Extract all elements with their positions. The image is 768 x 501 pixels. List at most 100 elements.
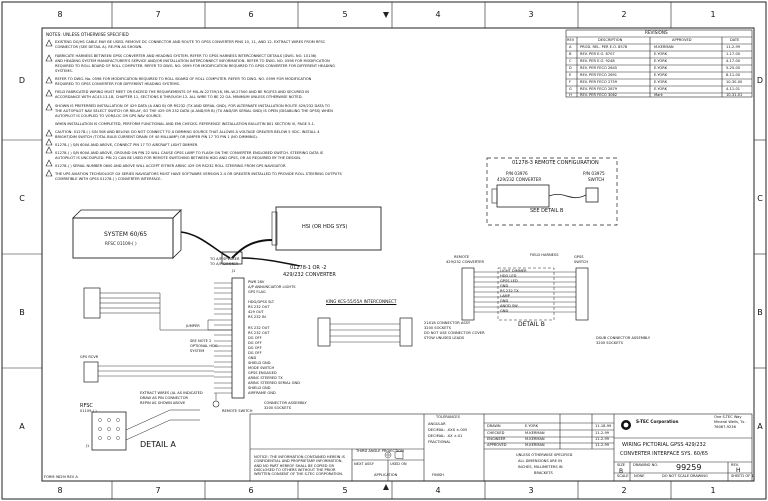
pin-label: SHIELD GND <box>248 361 271 365</box>
note-line: CAUTION: 01278-( ) S/N 508 AND BELOW: DO… <box>55 130 320 134</box>
wire-label: LIGHT DIMMER <box>500 269 527 273</box>
drawing-number: 99259 <box>676 463 702 472</box>
zone-bottom-5: 5 <box>342 486 348 495</box>
note-line: WHEN INSTALLATION IS COMPLETED, PERFORM … <box>55 122 316 126</box>
pin-label: RS 232 OUT <box>248 326 270 330</box>
rev-approved: E.YORK <box>654 87 668 91</box>
finish: FINISH <box>432 473 444 477</box>
zone-right-d: D <box>756 76 764 85</box>
note-line: BRIGHT/DIM SWITCH (TOTAL BULB CURRENT DR… <box>55 135 258 139</box>
pin-label: 429 OUT <box>248 310 264 314</box>
rev-letter: A <box>569 45 572 49</box>
remote-switch-label: REMOTE SWITCH <box>222 409 253 413</box>
tolerances-label: TOLERANCES <box>436 415 460 419</box>
wire-label: ANOD SW <box>500 304 518 308</box>
to-speaker: TO A/P SPEAKER <box>210 257 240 261</box>
rev-description: REV. PER FECO 2759 <box>580 80 618 84</box>
rev-letter: G <box>569 87 572 91</box>
rev-col-header: APPROVED <box>672 38 692 42</box>
remote-switch-label: SWITCH <box>588 177 605 182</box>
detail-b-note: 3200 SOCKETS <box>424 326 452 330</box>
zone-top-5: 5 <box>342 10 348 19</box>
note-line: SYSTEMS. <box>55 69 73 73</box>
pin-label: HDG/GPSS SLT <box>248 300 275 304</box>
dims-note: BRACKETS <box>534 471 553 475</box>
zone-top-4: 4 <box>435 10 441 19</box>
pin-label: RS 232 OUT <box>248 305 270 309</box>
size-value: B <box>619 468 624 475</box>
dims-note: INCHES, MILLIMETERS IN <box>518 465 563 469</box>
approval-date: 11-2-99 <box>595 443 610 447</box>
rev-approved-signature: Mark <box>654 93 663 97</box>
detail-b-dsub: DSUB CONNECTOR ASSEMBLY <box>596 336 651 340</box>
rev-letter: E <box>569 73 572 77</box>
approval-role: CHECKED <box>487 431 505 435</box>
zone-top-7: 7 <box>155 10 161 19</box>
pin-label: MODE SWITCH <box>248 366 275 370</box>
detail-b-gpss: GPSS <box>574 255 584 259</box>
converter-j1: J1 <box>232 269 236 273</box>
zone-bottom-6: 6 <box>248 486 254 495</box>
system-label: SYSTEM 60/65 <box>104 231 148 238</box>
remote-config-title: 01278-3 REMOTE CONFIGURATION <box>512 160 599 166</box>
pin-label: SHIELD GND <box>248 386 271 390</box>
zone-right-a: A <box>757 422 763 431</box>
tolerance-line: ANGULAR <box>428 422 446 426</box>
pin-label: ARINC STEERED TX <box>248 376 283 380</box>
notes-header: NOTES: UNLESS OTHERWISE SPECIFIED <box>46 32 129 37</box>
detail-a-j1: J1 <box>86 444 90 448</box>
rev-date: 8-11-00 <box>726 73 741 77</box>
converter-label: 01278-1 OR -2 <box>290 265 327 271</box>
zone-bottom-4: 4 <box>435 486 441 495</box>
zone-left-d: D <box>18 76 26 85</box>
wire-label: HDG LED <box>500 274 517 278</box>
note-line: SHOWN IS PREFERRED INSTALLATION OF 429 D… <box>55 104 330 108</box>
pin-label: DG OFF <box>248 351 262 355</box>
zone-right-b: B <box>757 308 763 317</box>
pin-label: DG OFF <box>248 341 262 345</box>
rev-description: REV. PER E.O. 8707 <box>580 52 615 56</box>
rev-letter: B <box>569 52 572 56</box>
note-line: 01278-( ) SERIAL NUMBER 0600 AND ABOVE W… <box>55 164 287 168</box>
pin-label: PWR 28V <box>248 280 265 284</box>
note-line: REQUIRED TO ROLL BOARD OF ROLL COMPUTER.… <box>55 64 335 68</box>
rev-date: 5-25-00 <box>726 66 741 70</box>
tolerance-line: DECIMAL: .XX ±.01 <box>428 434 463 438</box>
note-line: ACCORDANCE WITH AC43.13-1B, CHAPTER 11, … <box>55 95 303 99</box>
confidential-notice: NOTICE: THE INFORMATION CONTAINED HEREIN… <box>254 455 345 477</box>
note-line: THE UPS AVIATION TECHNOLOGY GX SERIES NA… <box>55 172 342 176</box>
connector-sockets: 3200 SOCKETS <box>264 406 292 410</box>
note-line: FABRICATE HARNESS BETWEEN GPSS CONVERTER… <box>55 54 317 58</box>
see-note: SEE NOTE 2 <box>190 339 212 343</box>
jumper-label: JUMPER <box>186 324 200 328</box>
detail-b-note: 21X18 CONNECTOR ASSY <box>424 321 471 325</box>
pin-label: RS 232 IN <box>248 315 266 319</box>
zone-left-b: B <box>19 308 25 317</box>
note-line: REFER TO DWG. No. 0598 FOR MODIFICATION … <box>55 77 312 81</box>
approval-name: M.KERMAN <box>525 437 545 441</box>
note-line: REQUIRED TO GPSS CONVERTER FOR DIFFERENT… <box>55 82 181 86</box>
optional-hdg: OPTIONAL HDG <box>190 344 218 348</box>
pin-label: ARINC STEERED SERIAL GND <box>248 381 301 385</box>
pin-label: AIRFRAME GND <box>248 391 276 395</box>
rev-date: 11-2-99 <box>726 45 741 49</box>
rev-approved: M.KERMAN <box>654 45 674 49</box>
approval-date: 11-18-99 <box>595 424 612 428</box>
zone-right-c: C <box>757 194 763 203</box>
to-dimmer: TO A/P DIMMER <box>210 262 238 266</box>
pin-label: DG OFF <box>248 346 262 350</box>
wire-label: GND <box>500 284 509 288</box>
zone-top-8: 8 <box>57 10 63 19</box>
rev-col-header: DATE <box>730 38 740 42</box>
approval-name: M.KERMAN <box>525 431 545 435</box>
approval-role: APPROVED <box>487 443 507 447</box>
rev-description: REV. PER FECO 2645 <box>580 66 618 70</box>
drawing-title-2: CONVERTER INTERFACE SYS. 60/65 <box>620 451 709 457</box>
connector-assy: CONNECTOR ASSEMBLY <box>264 401 307 405</box>
extract-wires-note: EXTRACT WIRES (AL AS INDICATED <box>140 391 203 395</box>
approval-role: DRAWN <box>487 424 501 428</box>
used-on: USED ON <box>390 462 407 466</box>
note-line: 01278-( ) S/N 600A AND ABOVE, CONNECT PI… <box>55 143 199 147</box>
detail-a-label: DETAIL A <box>140 440 176 449</box>
